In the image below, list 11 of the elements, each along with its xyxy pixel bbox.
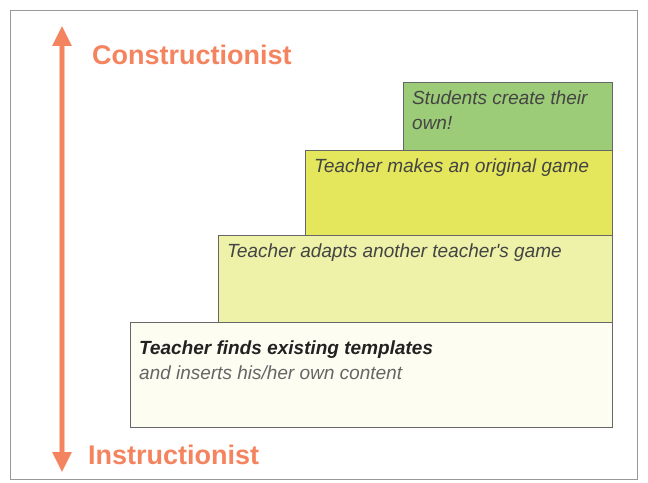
- step-box: [305, 150, 613, 236]
- base-step-box: [130, 322, 613, 428]
- step-text: Teacher adapts another teacher's game: [227, 240, 563, 264]
- step-subtext: and inserts his/her own content: [139, 362, 404, 386]
- step-box: [218, 235, 613, 323]
- step-text: Teacher finds existing templates: [139, 337, 434, 361]
- step-text: Teacher makes an original game: [314, 155, 590, 179]
- step-text: Students create their own!: [412, 87, 589, 136]
- scale-label: Constructionist: [92, 40, 292, 71]
- top-step-box: [403, 82, 613, 151]
- scale-label: Instructionist: [88, 440, 260, 471]
